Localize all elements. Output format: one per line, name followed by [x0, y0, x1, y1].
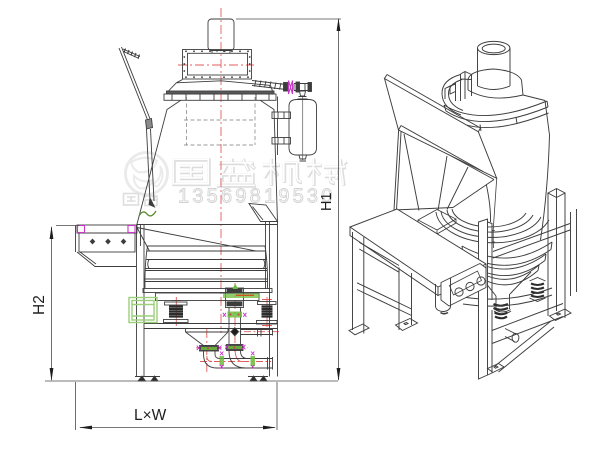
svg-text:L×W: L×W [134, 407, 167, 424]
svg-text:13569819530: 13569819530 [178, 186, 336, 208]
svg-text:H1: H1 [319, 192, 335, 211]
svg-text:H2: H2 [31, 295, 48, 315]
